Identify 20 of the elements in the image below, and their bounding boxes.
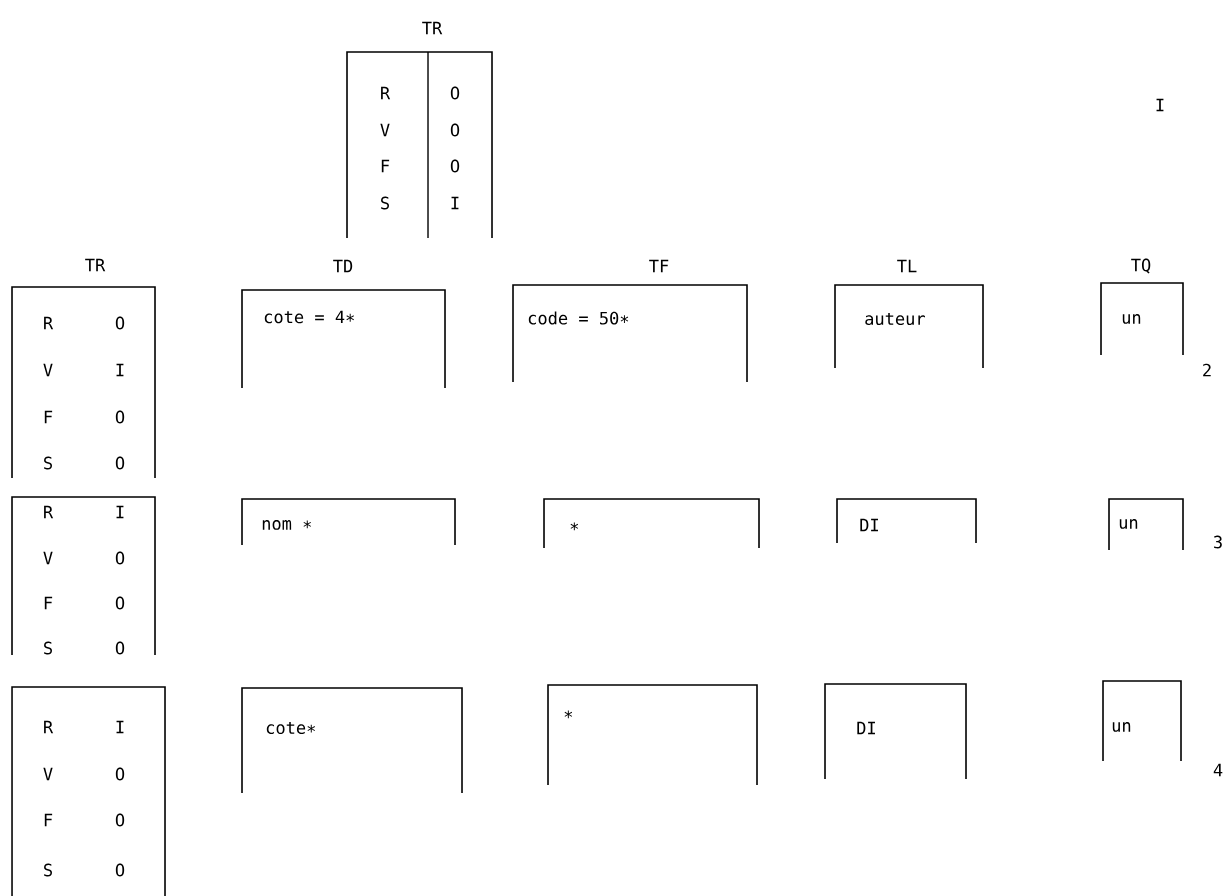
register-box: ∗ [543, 498, 760, 549]
row-number: I [1156, 98, 1164, 112]
register-box: un [1102, 680, 1182, 762]
register-box: TR R O V I F O S O [11, 258, 156, 479]
register-box: R I V O F O S O [11, 686, 166, 896]
register-box: DI [836, 498, 977, 544]
register-box: cote∗ [241, 687, 463, 794]
register-box: TR R O V O F O S I [346, 21, 493, 239]
row-number: 3 [1214, 535, 1222, 549]
register-box: nom ∗ [241, 498, 456, 546]
register-box: TL auteur [834, 259, 984, 369]
register-box: TF code = 50∗ [512, 259, 748, 383]
row-number: 4 [1213, 763, 1223, 777]
register-box: TQ un [1100, 258, 1184, 356]
register-box: TD cote = 4∗ [241, 259, 446, 389]
register-box: ∗ [547, 684, 758, 786]
register-box: DI [824, 683, 967, 780]
register-box: un [1108, 498, 1184, 551]
row-number: 2 [1203, 363, 1211, 377]
register-box: R I V O F O S O [11, 496, 156, 656]
